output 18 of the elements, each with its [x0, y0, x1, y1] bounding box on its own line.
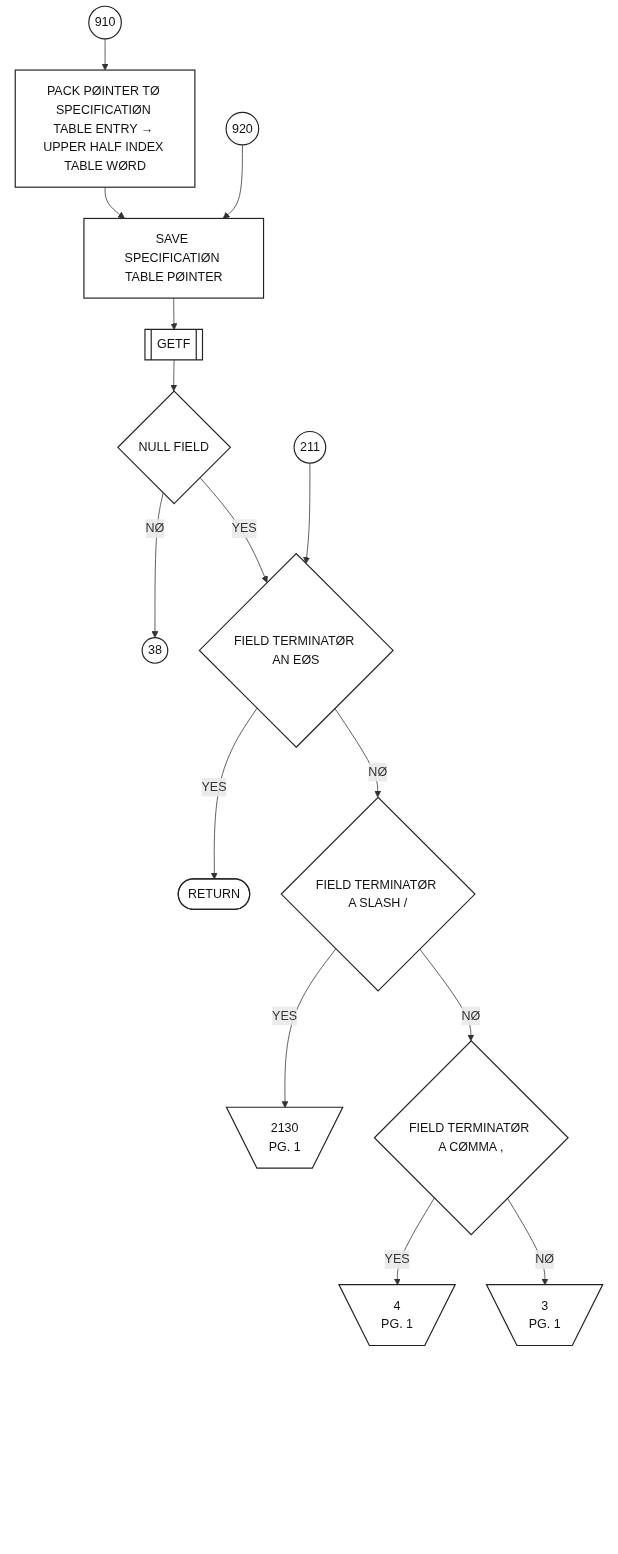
edge-label: YES — [231, 521, 257, 535]
edge-label: YES — [272, 1008, 298, 1023]
node-box: SAVE SPECIFICATIØN TABLE PØINTER — [83, 217, 265, 299]
node-diamond: NULL FIELD — [117, 390, 232, 505]
node-diamond: FIELD TERMINATØR AN EØS — [198, 552, 394, 749]
edge-label: NØ — [461, 1008, 481, 1023]
node-circle: 211 — [293, 430, 327, 464]
edge-label: YES — [201, 780, 227, 794]
node-diamond: FIELD TERMINATØR A SLASH / — [280, 796, 476, 992]
node-box: PACK PØINTER TØ SPECIFICATIØN TABLE ENTRY → UPPER HALF INDEX TABLE WØRD — [14, 69, 196, 188]
edge-label: YES — [384, 1252, 410, 1266]
edge-label: NØ — [535, 1252, 554, 1266]
edge-label: NØ — [368, 765, 388, 779]
node-diamond: FIELD TERMINATØR A CØMMA , — [373, 1040, 569, 1236]
edge-label: NØ — [145, 521, 165, 535]
node-circle: 38 — [141, 637, 169, 664]
node-circle: 920 — [225, 111, 260, 146]
node-circle: 910 — [88, 5, 122, 40]
